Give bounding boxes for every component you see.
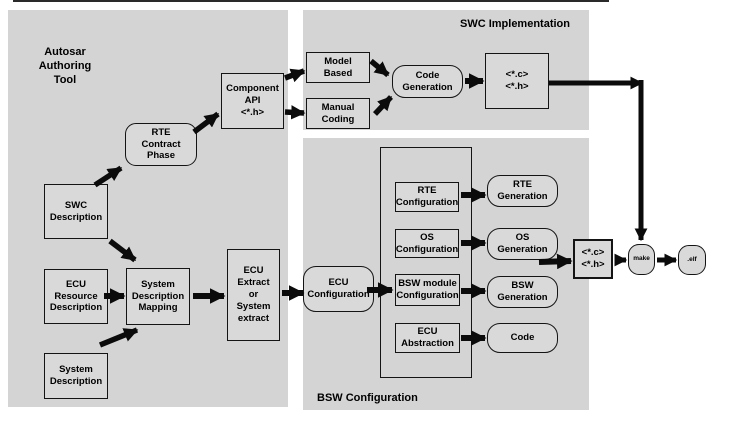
label-autosar-authoring-tool: Autosar Authoring Tool bbox=[38, 46, 92, 86]
node-system-description-mapping: System Description Mapping bbox=[126, 268, 190, 325]
label-bsw-configuration: BSW Configuration bbox=[317, 392, 418, 404]
node-rte-configuration: RTE Configuration bbox=[395, 182, 459, 212]
top-divider bbox=[13, 0, 609, 2]
node-bsw-generation: BSW Generation bbox=[487, 276, 558, 308]
node-os-configuration: OS Configuration bbox=[395, 229, 459, 258]
bsw-modules-container-rect bbox=[380, 147, 472, 378]
node-make: make bbox=[628, 244, 655, 275]
node-code-generation: Code Generation bbox=[392, 65, 463, 98]
node-system-description: System Description bbox=[44, 353, 108, 399]
node-model-based: Model Based bbox=[306, 52, 370, 83]
node-bsw-ch-files: <*.c> <*.h> bbox=[573, 239, 613, 279]
node-ecu-abstraction: ECU Abstraction bbox=[395, 323, 460, 353]
node-manual-coding: Manual Coding bbox=[306, 98, 370, 129]
node-rte-contract-phase: RTE Contract Phase bbox=[125, 123, 197, 166]
node-code-output: Code bbox=[487, 323, 558, 353]
node-component-api: Component API <*.h> bbox=[221, 73, 284, 129]
label-swc-implementation: SWC Implementation bbox=[459, 18, 570, 30]
node-os-generation: OS Generation bbox=[487, 228, 558, 260]
node-ecu-resource-description: ECU Resource Description bbox=[44, 269, 108, 324]
node-swc-ch-files: <*.c> <*.h> bbox=[485, 53, 549, 109]
node-ecu-extract: ECU Extract or System extract bbox=[227, 249, 280, 341]
node-ecu-configuration: ECU Configuration bbox=[303, 266, 374, 312]
node-elf: .elf bbox=[678, 245, 706, 275]
node-bsw-module-configuration: BSW module Configuration bbox=[395, 274, 460, 306]
node-swc-description: SWC Description bbox=[44, 184, 108, 239]
node-rte-generation: RTE Generation bbox=[487, 175, 558, 207]
